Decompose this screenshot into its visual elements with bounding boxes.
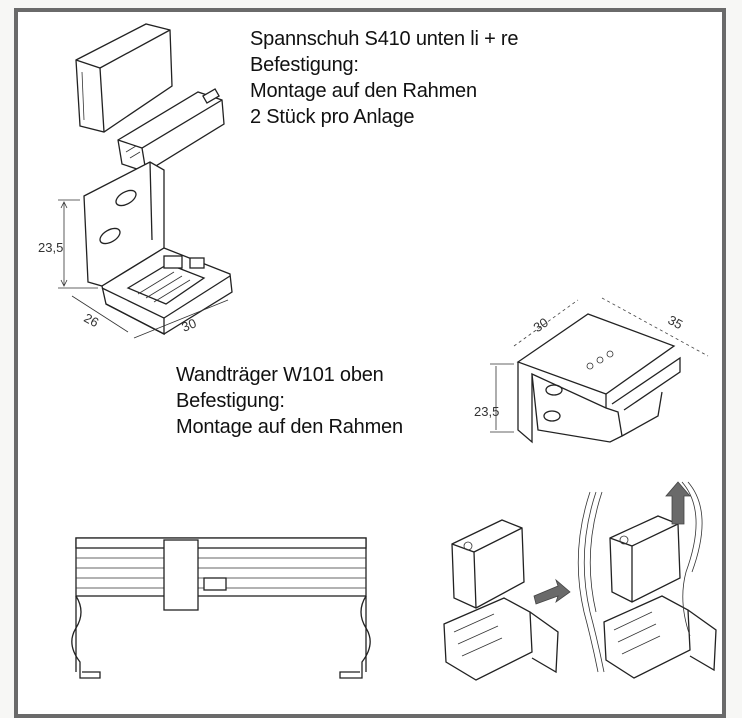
wandtraeger-height-label: 23,5 — [474, 404, 499, 419]
wandtraeger-drawing: 30 35 23,5 — [474, 297, 709, 444]
spannschuh-description: Spannschuh S410 unten li + re Befestigun… — [250, 26, 518, 130]
spannschuh-depth-label: 26 — [81, 310, 101, 330]
wandtraeger-description: Wandträger W101 oben Befestigung: Montag… — [176, 362, 403, 440]
wandtraeger-width-label: 30 — [531, 315, 551, 336]
spannschuh-drawing: 23,5 26 30 — [38, 23, 233, 339]
spannschuh-quantity: 2 Stück pro Anlage — [250, 106, 415, 128]
wandtraeger-fastening-label: Befestigung: — [176, 390, 285, 412]
clip-assembly-drawing — [443, 481, 717, 681]
technical-drawings: 23,5 26 30 30 35 23,5 — [38, 23, 717, 681]
wandtraeger-mounting: Montage auf den Rahmen — [176, 416, 403, 438]
spannschuh-title: Spannschuh S410 unten li + re — [250, 28, 519, 50]
spannschuh-height-label: 23,5 — [38, 240, 63, 255]
wandtraeger-title: Wandträger W101 oben — [176, 364, 384, 386]
spannschuh-mounting: Montage auf den Rahmen — [250, 80, 477, 102]
profile-drawing — [71, 537, 371, 679]
spannschuh-width-label: 30 — [179, 315, 198, 334]
spannschuh-fastening-label: Befestigung: — [250, 54, 359, 76]
document-frame: Spannschuh S410 unten li + re Befestigun… — [14, 8, 726, 718]
wandtraeger-depth-label: 35 — [665, 312, 685, 332]
